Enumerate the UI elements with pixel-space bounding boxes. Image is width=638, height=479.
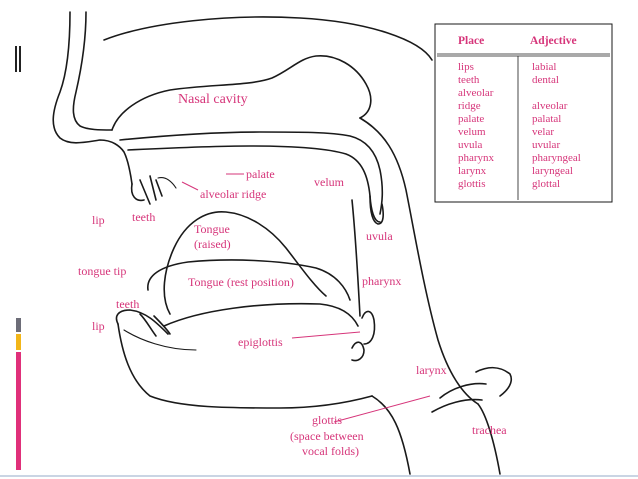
table-cell-place: pharynx — [458, 152, 495, 164]
label-lip-upper: lip — [92, 213, 105, 227]
head-outline — [52, 11, 513, 475]
label-velum: velum — [314, 175, 345, 189]
table-cell-place: ridge — [458, 100, 481, 112]
table-cell-place: velum — [458, 126, 486, 138]
table-cell-place: lips — [458, 61, 474, 73]
table-cell-adjective: labial — [532, 61, 556, 73]
lower-teeth-lips — [115, 309, 197, 351]
table-cell-adjective: uvular — [532, 139, 560, 151]
table-cell-place: palate — [458, 113, 484, 125]
tongue-base-outline — [163, 302, 359, 327]
label-lip-lower: lip — [92, 319, 105, 333]
label-palate: palate — [246, 167, 275, 181]
label-tongue-raised-1: Tongue — [194, 222, 230, 236]
label-uvula: uvula — [366, 229, 393, 243]
label-glottis-note-2: vocal folds) — [302, 444, 359, 458]
label-teeth-upper: teeth — [132, 210, 155, 224]
table-cell-adjective: dental — [532, 74, 559, 86]
leader-lines — [181, 173, 431, 423]
table-header-place: Place — [458, 35, 484, 47]
label-teeth-lower: teeth — [116, 297, 139, 311]
table-header-adjective: Adjective — [530, 35, 577, 47]
place-adjective-table: Place Adjective lips labial teeth dental alv… — [434, 23, 613, 203]
label-pharynx: pharynx — [362, 274, 401, 288]
tongue-raised-outline — [163, 211, 327, 315]
label-trachea: trachea — [472, 423, 507, 437]
table-cell-adjective: velar — [532, 126, 554, 138]
left-accent-bars — [15, 46, 21, 470]
label-glottis-note-1: (space between — [290, 429, 364, 443]
tongue-rest-outline — [147, 259, 351, 301]
label-tongue-tip: tongue tip — [78, 264, 126, 278]
epiglottis-outline — [361, 310, 376, 345]
label-larynx: larynx — [416, 363, 447, 377]
table-cell-place: teeth — [458, 74, 480, 86]
diagram-labels: Nasal cavity palate velum alveolar ridge… — [78, 92, 507, 458]
table-cell-place: uvula — [458, 139, 483, 151]
table-cell-adjective: palatal — [532, 113, 561, 125]
table-cell-adjective: pharyngeal — [532, 152, 581, 164]
label-tongue-rest: Tongue (rest position) — [188, 275, 294, 289]
upper-teeth-lips — [130, 175, 177, 205]
label-glottis: glottis — [312, 413, 342, 427]
label-epiglottis: epiglottis — [238, 335, 283, 349]
table-cell-place: alveolar — [458, 87, 494, 99]
larynx-outline — [351, 341, 365, 362]
table-cell-adjective: alveolar — [532, 100, 568, 112]
table-cell-place: larynx — [458, 165, 487, 177]
table-cell-place: glottis — [458, 178, 486, 190]
table-cell-adjective: glottal — [532, 178, 560, 190]
label-nasal-cavity: Nasal cavity — [178, 92, 248, 107]
label-tongue-raised-2: (raised) — [194, 237, 231, 251]
label-alveolar-ridge: alveolar ridge — [200, 187, 266, 201]
table-cell-adjective: laryngeal — [532, 165, 573, 177]
